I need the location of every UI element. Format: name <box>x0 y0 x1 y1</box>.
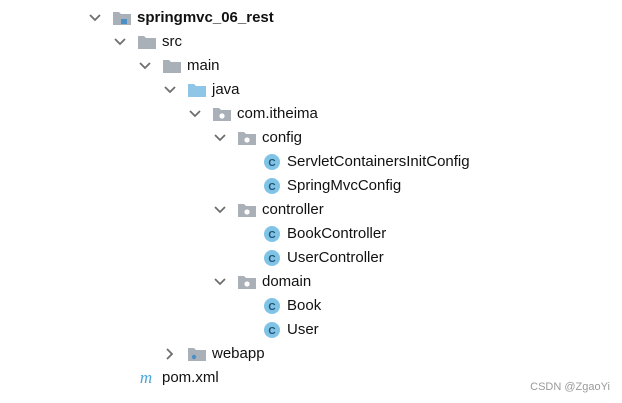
class-icon: C <box>262 294 282 318</box>
chevron-down-icon[interactable] <box>212 198 228 222</box>
chevron-right-icon[interactable] <box>162 342 178 366</box>
tree-node-label: springmvc_06_rest <box>137 9 274 26</box>
tree-node-class-servlet-containers-init-config[interactable]: C ServletContainersInitConfig <box>0 150 520 174</box>
web-folder-icon <box>187 342 207 366</box>
tree-node-package-domain[interactable]: domain <box>0 270 380 294</box>
svg-text:C: C <box>268 254 275 265</box>
chevron-down-icon[interactable] <box>137 54 153 78</box>
tree-node-label: java <box>212 81 240 98</box>
class-icon: C <box>262 222 282 246</box>
chevron-down-icon[interactable] <box>212 270 228 294</box>
tree-node-pom-xml[interactable]: m pom.xml <box>0 366 300 390</box>
package-icon <box>237 126 257 150</box>
watermark: CSDN @ZgaoYi <box>530 381 610 393</box>
tree-node-label: domain <box>262 273 312 290</box>
folder-icon <box>137 30 157 54</box>
tree-node-class-spring-mvc-config[interactable]: C SpringMvcConfig <box>0 174 520 198</box>
tree-node-class-book-controller[interactable]: C BookController <box>0 222 440 246</box>
svg-text:C: C <box>268 230 275 241</box>
tree-node-label: webapp <box>212 345 265 362</box>
tree-node-main[interactable]: main <box>0 54 300 78</box>
tree-node-class-book[interactable]: C Book <box>0 294 380 318</box>
package-icon <box>237 198 257 222</box>
tree-node-java[interactable]: java <box>0 78 300 102</box>
chevron-down-icon[interactable] <box>212 126 228 150</box>
svg-text:C: C <box>268 302 275 313</box>
tree-node-package-config[interactable]: config <box>0 126 340 150</box>
tree-node-label: main <box>187 57 220 74</box>
tree-node-label: config <box>262 129 303 146</box>
class-icon: C <box>262 318 282 342</box>
tree-node-label: controller <box>262 201 324 218</box>
svg-text:m: m <box>140 369 152 387</box>
module-folder-icon <box>112 6 132 30</box>
tree-node-label: pom.xml <box>162 369 219 386</box>
chevron-down-icon[interactable] <box>112 30 128 54</box>
tree-node-label: User <box>287 321 319 338</box>
tree-node-package-controller[interactable]: controller <box>0 198 380 222</box>
svg-text:C: C <box>268 182 275 193</box>
tree-node-label: UserController <box>287 249 384 266</box>
source-root-folder-icon <box>187 78 207 102</box>
chevron-down-icon[interactable] <box>87 6 103 30</box>
tree-node-label: com.itheima <box>237 105 318 122</box>
chevron-down-icon[interactable] <box>187 102 203 126</box>
class-icon: C <box>262 150 282 174</box>
tree-node-label: BookController <box>287 225 387 242</box>
package-icon <box>212 102 232 126</box>
chevron-down-icon[interactable] <box>162 78 178 102</box>
tree-node-label: ServletContainersInitConfig <box>287 153 470 170</box>
class-icon: C <box>262 246 282 270</box>
tree-node-label: Book <box>287 297 322 314</box>
class-icon: C <box>262 174 282 198</box>
tree-node-label: SpringMvcConfig <box>287 177 402 194</box>
package-icon <box>237 270 257 294</box>
tree-node-module[interactable]: springmvc_06_rest <box>0 6 300 30</box>
tree-node-src[interactable]: src <box>0 30 300 54</box>
tree-node-class-user-controller[interactable]: C UserController <box>0 246 440 270</box>
folder-icon <box>162 54 182 78</box>
tree-node-package-com-itheima[interactable]: com.itheima <box>0 102 340 126</box>
svg-text:C: C <box>268 158 275 169</box>
svg-text:C: C <box>268 326 275 337</box>
tree-node-webapp[interactable]: webapp <box>0 342 320 366</box>
tree-node-label: src <box>162 33 182 50</box>
tree-node-class-user[interactable]: C User <box>0 318 380 342</box>
maven-icon: m <box>136 366 156 390</box>
